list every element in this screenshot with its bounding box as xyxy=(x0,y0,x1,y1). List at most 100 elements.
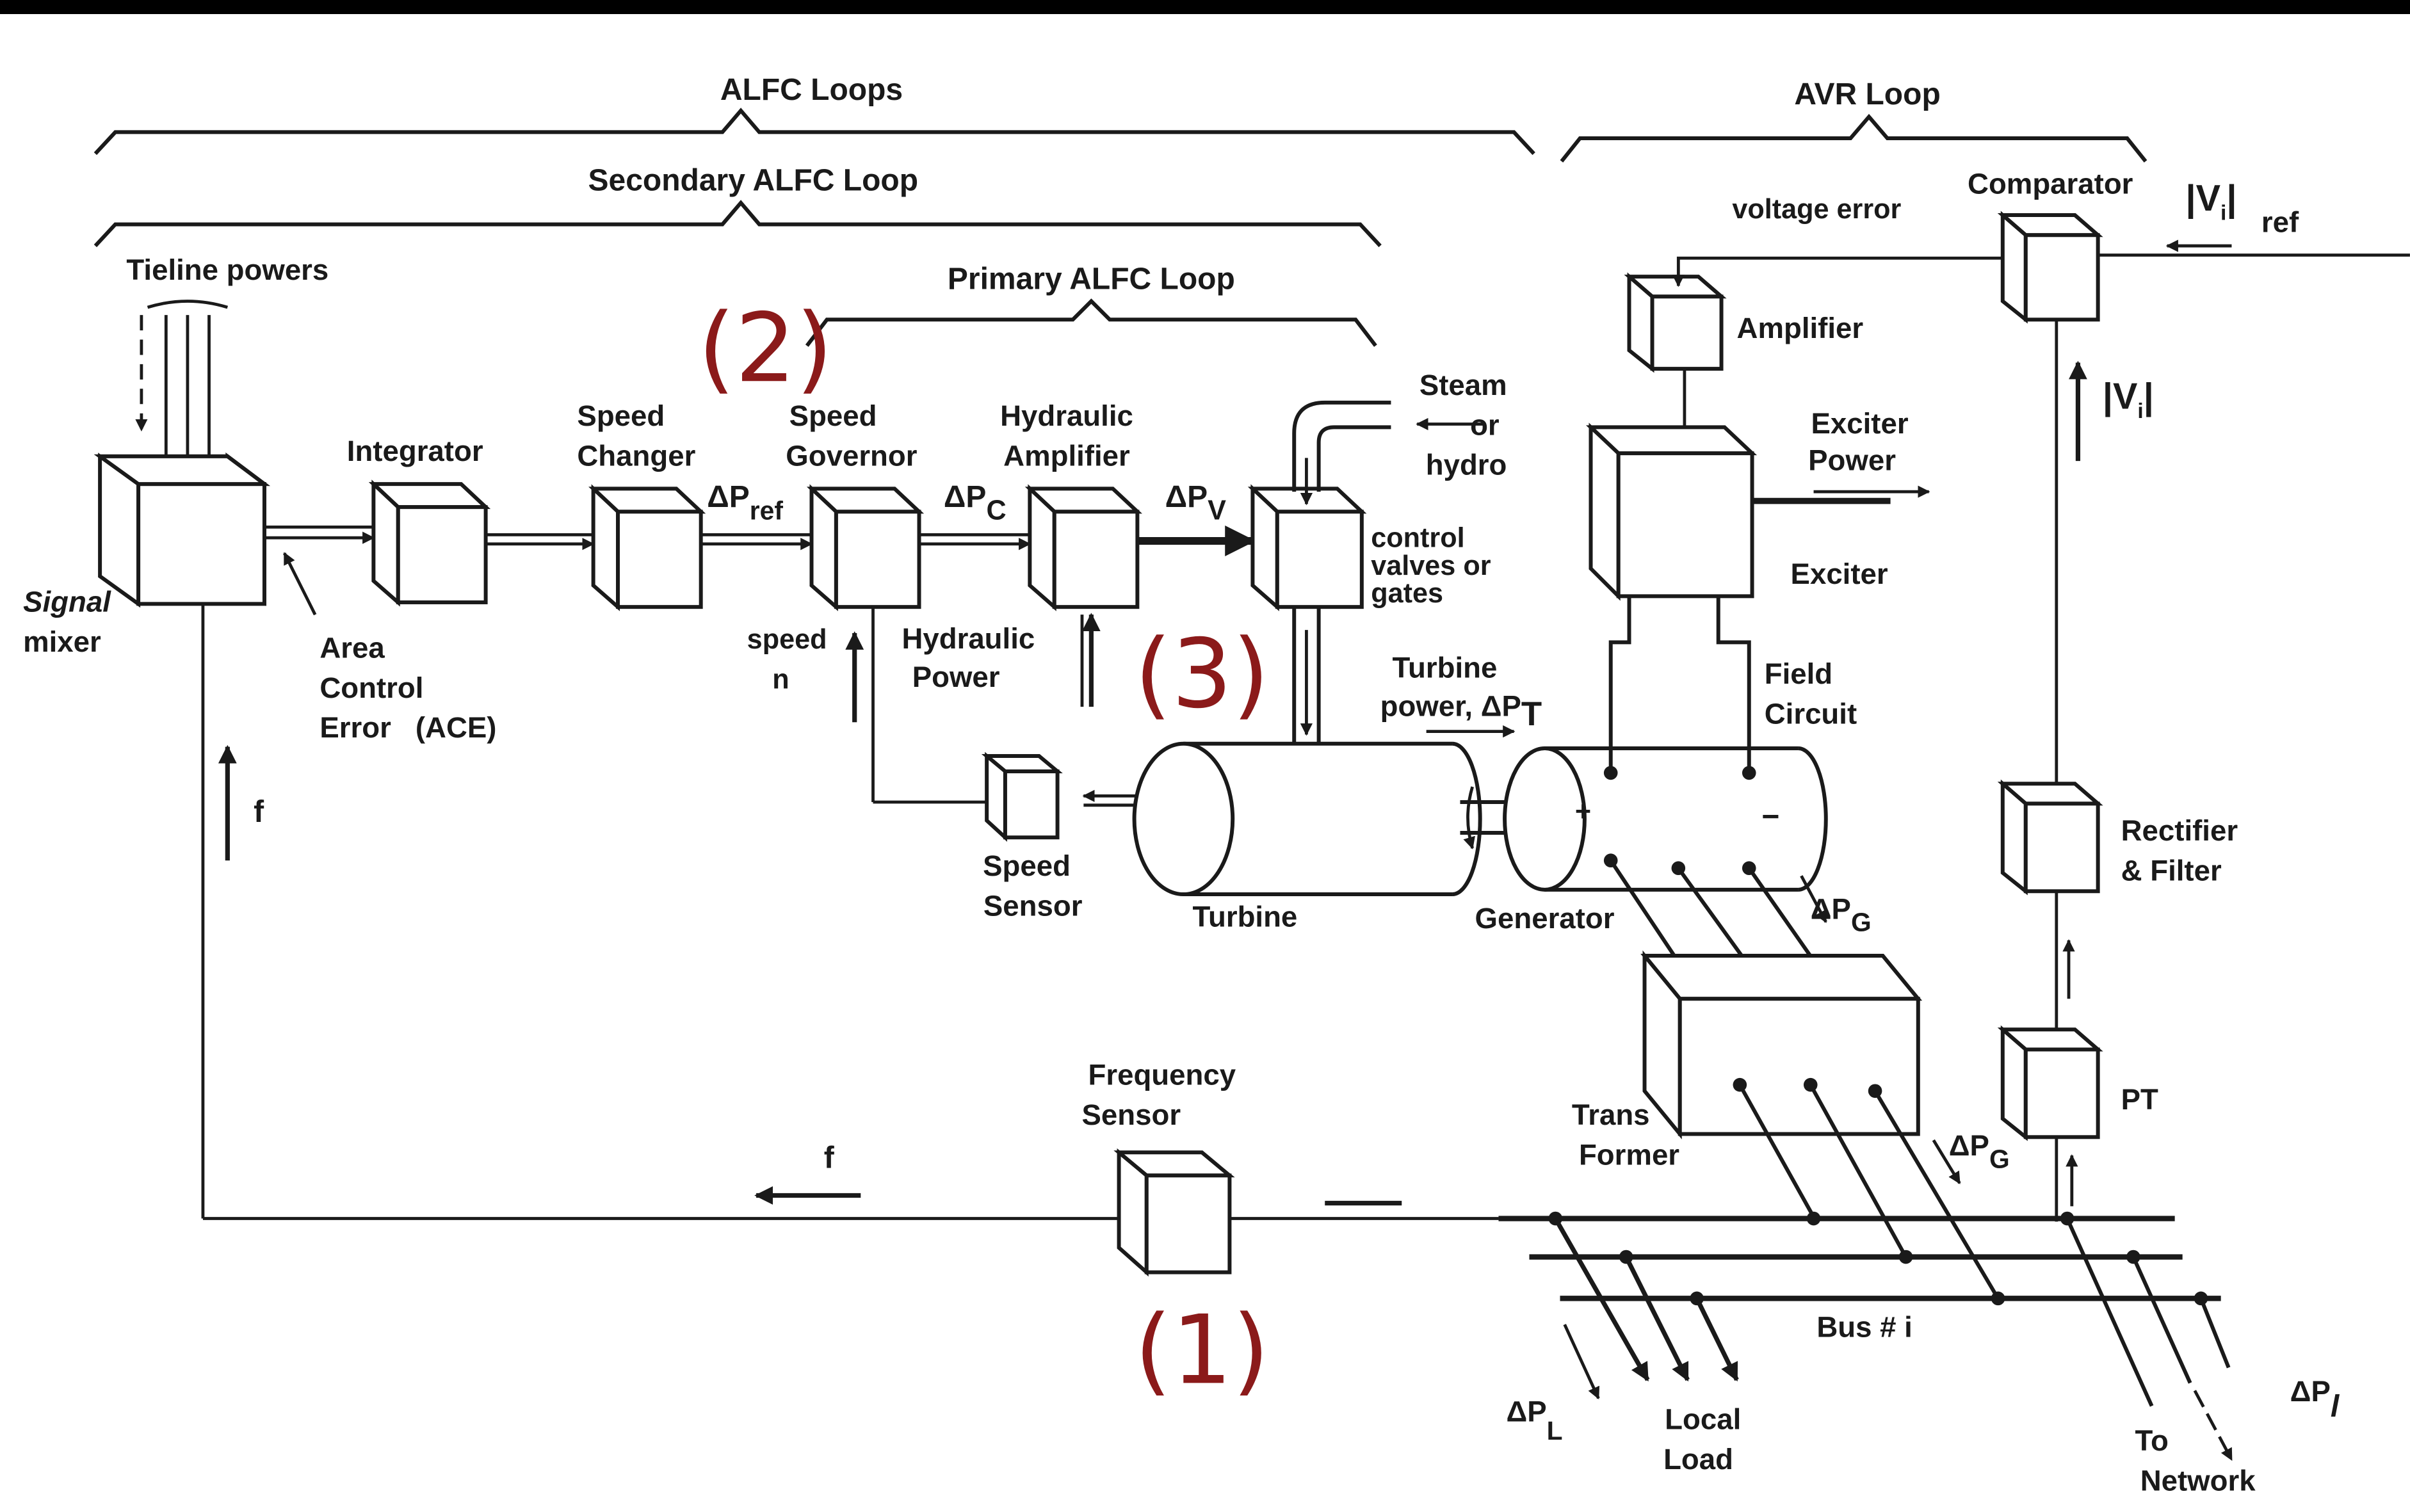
speed-n-label-2: n xyxy=(772,664,789,695)
dp-v-label: ΔPV xyxy=(1165,480,1227,526)
dp-g-upper-label: ΔPG xyxy=(1811,892,1872,937)
dp-c-label: ΔPC xyxy=(944,480,1007,526)
speed-changer-label-2: Changer xyxy=(577,439,695,472)
exciter-power-label-2: Power xyxy=(1808,444,1896,477)
pt-block[interactable] xyxy=(1997,1025,2103,1141)
dp-g-lower-label: ΔPG xyxy=(1949,1129,2010,1173)
frequency-feedback-path xyxy=(201,604,1499,1220)
hydro-label: hydro xyxy=(1426,449,1507,481)
vi-label: |Vi| xyxy=(2103,376,2154,423)
speed-sensor-label-1: Speed xyxy=(983,849,1071,882)
ace-pointer xyxy=(283,552,317,616)
alfc-loops-brace xyxy=(93,108,1535,156)
amplifier-label: Amplifier xyxy=(1737,312,1864,344)
hydraulic-amplifier-label-1: Hydraulic xyxy=(1000,399,1133,432)
hydraulic-amplifier-block[interactable] xyxy=(1024,484,1142,611)
bus-lines xyxy=(1498,1211,2221,1306)
integrator-label: Integrator xyxy=(347,435,483,467)
control-valves-label-2: valves or xyxy=(1371,551,1491,581)
annotation-3: (3) xyxy=(1135,619,1270,730)
ace-label-3: Error (ACE) xyxy=(319,711,496,744)
turbine-power-label-1: Turbine xyxy=(1393,652,1498,684)
exciter-block[interactable] xyxy=(1585,422,1930,601)
control-valves-block[interactable] xyxy=(1247,484,1367,611)
vi-ref-label: |Vi|ref xyxy=(2185,178,2299,239)
hydraulic-amplifier-label-2: Amplifier xyxy=(1003,439,1130,472)
mixer-label: mixer xyxy=(23,625,101,658)
secondary-loop-label: Secondary ALFC Loop xyxy=(588,164,918,198)
vi-feedback-path xyxy=(2055,319,2087,1222)
speed-changer-block[interactable] xyxy=(588,484,706,611)
ace-label-1: Area xyxy=(319,631,385,664)
rectifier-filter-block[interactable] xyxy=(1997,779,2103,896)
steam-label: Steam xyxy=(1419,369,1507,401)
local-load-arrows xyxy=(1553,1217,1739,1400)
secondary-loop-brace xyxy=(93,200,1382,248)
ace-label-2: Control xyxy=(319,672,423,704)
rectifier-label-2: & Filter xyxy=(2121,854,2222,887)
hydraulic-power-label-1: Hydraulic xyxy=(902,622,1035,655)
generator-plus: + xyxy=(1575,796,1591,827)
local-load-label-2: Load xyxy=(1663,1443,1733,1476)
dp-l-label: ΔPL xyxy=(1506,1395,1562,1445)
frequency-sensor-label-2: Sensor xyxy=(1081,1098,1181,1131)
signal-mixer-block[interactable] xyxy=(93,452,270,608)
generator-minus: − xyxy=(1761,800,1779,833)
hydraulic-power-label-2: Power xyxy=(912,661,1000,693)
turbine-label: Turbine xyxy=(1193,900,1298,933)
to-network-label-1: To xyxy=(2135,1424,2168,1457)
dp-ref-label: ΔPref xyxy=(707,480,783,525)
field-circuit-leads xyxy=(1608,596,1751,773)
field-circuit-label-1: Field xyxy=(1765,657,1832,690)
f-label-lower: f xyxy=(824,1141,835,1175)
primary-loop-label: Primary ALFC Loop xyxy=(948,262,1235,296)
f-label-upper: f xyxy=(254,795,264,829)
alfc-loops-label: ALFC Loops xyxy=(720,73,903,107)
local-load-label-1: Local xyxy=(1665,1403,1741,1435)
dp-tie-label: ΔPl xyxy=(2290,1375,2340,1424)
network-lines xyxy=(2065,1218,2233,1461)
control-valves-label-1: control xyxy=(1371,523,1464,554)
trans-former-label-2: Former xyxy=(1579,1139,1679,1171)
avr-loop-brace xyxy=(1560,113,2147,163)
top-border-bar xyxy=(0,0,2410,14)
speed-governor-block[interactable] xyxy=(806,484,925,611)
exciter-power-label-1: Exciter xyxy=(1811,407,1909,440)
transformer-bus-leads xyxy=(1738,1084,2000,1299)
speed-governor-label-2: Governor xyxy=(786,439,917,472)
speed-changer-label-1: Speed xyxy=(577,399,665,432)
field-circuit-label-2: Circuit xyxy=(1765,698,1857,730)
tieline-powers-label: Tieline powers xyxy=(126,253,328,286)
annotation-2: (2) xyxy=(698,293,833,404)
exciter-label: Exciter xyxy=(1791,558,1888,590)
turbine-cylinder[interactable] xyxy=(1132,741,1482,897)
or-label: or xyxy=(1470,408,1500,441)
generator-cylinder[interactable] xyxy=(1503,746,1828,892)
primary-loop-brace xyxy=(805,298,1377,347)
frequency-sensor-label-1: Frequency xyxy=(1088,1059,1236,1091)
signal-label: Signal xyxy=(23,585,111,618)
bus-label: Bus # i xyxy=(1816,1310,1913,1343)
transformer-block[interactable] xyxy=(1640,950,1923,1139)
comparator-label: Comparator xyxy=(1968,167,2133,200)
speed-sensor-block[interactable] xyxy=(981,752,1063,842)
frequency-sensor-block[interactable] xyxy=(1113,1148,1235,1277)
speed-governor-label-1: Speed xyxy=(789,399,877,432)
turbine-power-label-2: power, ΔPT xyxy=(1380,690,1542,733)
annotation-1: (1) xyxy=(1135,1295,1270,1406)
amplifier-block[interactable] xyxy=(1624,272,1727,428)
speed-n-label-1: speed xyxy=(747,624,827,655)
speed-sensor-label-2: Sensor xyxy=(983,890,1083,922)
to-network-label-2: Network xyxy=(2140,1464,2256,1497)
trans-former-label-1: Trans xyxy=(1572,1098,1650,1131)
rectifier-label-1: Rectifier xyxy=(2121,814,2238,847)
comparator-block[interactable] xyxy=(1997,211,2103,324)
voltage-error-label: voltage error xyxy=(1732,194,1901,225)
forward-signal-path xyxy=(264,525,1256,556)
integrator-block[interactable] xyxy=(368,479,491,607)
steam-pipe xyxy=(1292,400,1484,506)
control-valves-label-3: gates xyxy=(1371,578,1443,609)
avr-loop-label: AVR Loop xyxy=(1794,77,1940,111)
valve-turbine-pipe xyxy=(1292,607,1321,753)
